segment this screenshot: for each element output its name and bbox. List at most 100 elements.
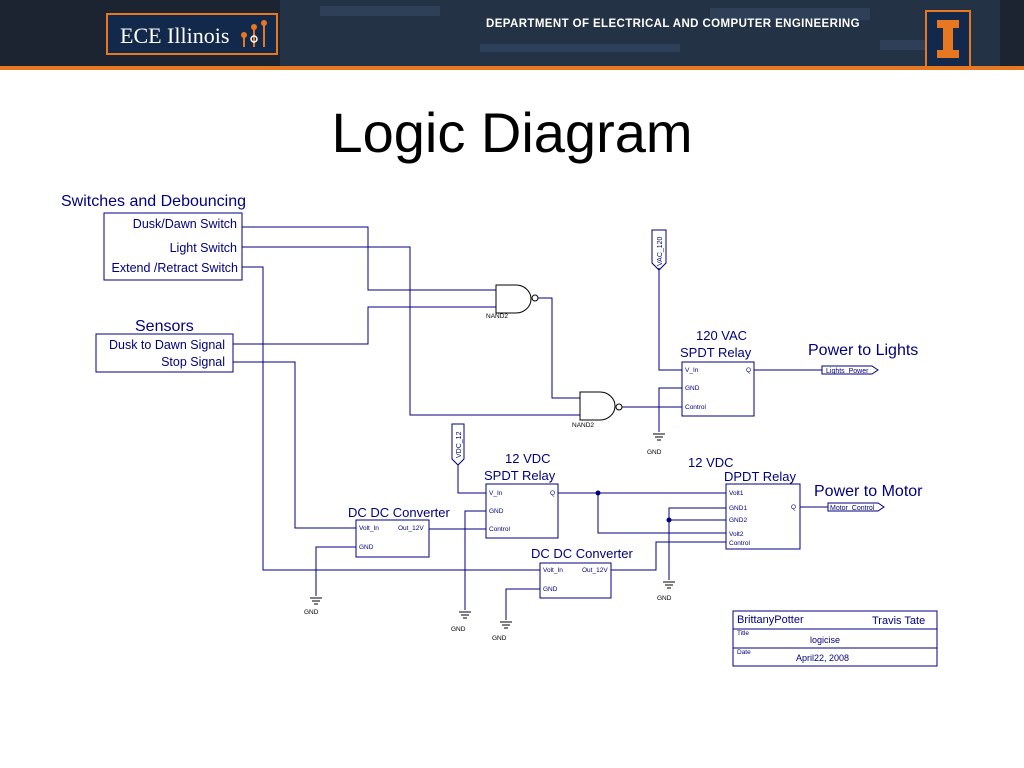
title-block: [732, 610, 938, 667]
relay-lights-title2: SPDT Relay: [680, 345, 752, 360]
gnd-label-relay-lights: GND: [647, 449, 662, 456]
logo-text: ECE Illinois: [120, 23, 230, 48]
converter-1-out: Out_12V: [398, 525, 424, 532]
wire-dpdt-gnd: [668, 507, 726, 521]
title-block-title-caption: Title: [737, 630, 749, 637]
sensors-title: Sensors: [135, 318, 194, 335]
wire-q-branch: [597, 493, 726, 534]
header-background-pattern: [280, 0, 1000, 70]
converter-2-title: DC DC Converter: [531, 546, 634, 561]
gnd-label-dpdt: GND: [657, 595, 672, 602]
sensor-dusk-label: Dusk to Dawn Signal: [109, 338, 225, 352]
relay-lights-pin-vin: V_In: [685, 367, 699, 374]
ground-icon: [653, 433, 665, 441]
header-bar: ECE Illinois DEPARTMENT OF ELECTRICAL AN…: [0, 0, 1024, 70]
relay-12v-pin-vin: V_In: [489, 490, 503, 497]
block-i-logo[interactable]: [925, 10, 971, 68]
wire-dusk-dawn: [242, 226, 496, 291]
lights-power-port: [821, 365, 879, 375]
relay-lights-title1: 120 VAC: [696, 328, 747, 343]
dpdt-relay-box: [725, 483, 801, 550]
dpdt-pin-gnd2: GND2: [729, 517, 747, 524]
dpdt-title1: 12 VDC: [688, 455, 734, 470]
dpdt-title2: DPDT Relay: [724, 469, 797, 484]
converter-1-title: DC DC Converter: [348, 505, 451, 520]
wire-vdc-in: [457, 465, 486, 494]
title-block-date-caption: Date: [737, 649, 751, 656]
wire-extend-retract: [242, 266, 540, 571]
relay-12v-q: Q: [550, 490, 555, 497]
gnd-label-converter-2: GND: [492, 635, 507, 642]
dpdt-q: Q: [791, 504, 796, 511]
title-block-date-value: April22, 2008: [796, 653, 849, 663]
circuit-logo-icon: [241, 20, 267, 47]
slide-title: Logic Diagram: [331, 101, 693, 164]
vdc-12-label: VDC_12: [456, 431, 463, 458]
dpdt-pin-volt1: Volt1: [729, 490, 744, 497]
power-to-motor-label: Power to Motor: [814, 483, 923, 500]
relay-lights-pin-control: Control: [685, 404, 707, 411]
ground-icon: [310, 597, 322, 605]
junction-dot: [595, 490, 601, 496]
motor-control-port-label: Motor_Control: [830, 505, 875, 512]
department-name: DEPARTMENT OF ELECTRICAL AND COMPUTER EN…: [486, 18, 860, 30]
ece-illinois-logo[interactable]: ECE Illinois: [106, 13, 278, 55]
switch-light-label: Light Switch: [170, 241, 237, 255]
relay-12v-title1: 12 VDC: [505, 451, 551, 466]
ground-symbols: [310, 433, 675, 629]
relay-120vac-box: [681, 361, 755, 417]
wire-light-switch: [242, 246, 580, 416]
wire-conv2-out: [611, 541, 726, 571]
vac-120-tag: [651, 229, 667, 271]
wire-nand1-out: [538, 297, 580, 399]
wire-conv1-gnd: [315, 546, 356, 596]
block-i-icon: [937, 20, 959, 58]
nand2-label: NAND2: [572, 422, 594, 429]
motor-control-port: [827, 502, 885, 512]
relay-lights-pin-gnd: GND: [685, 385, 700, 392]
vac-120-label: VAC_120: [657, 236, 664, 266]
converter-1-gnd: GND: [359, 544, 374, 551]
dc-converter-2-box: [539, 562, 612, 599]
nand-gate-1: [495, 284, 532, 314]
title-block-author2: Travis Tate: [872, 615, 925, 627]
lights-power-port-label: Lights_Power: [826, 368, 869, 375]
header-accent-line: [0, 66, 1024, 70]
switch-dusk-dawn-label: Dusk/Dawn Switch: [133, 217, 237, 231]
wire-spdt12-gnd: [464, 510, 486, 610]
converter-1-in: Volt_In: [359, 525, 379, 532]
switch-extend-retract-label: Extend /Retract Switch: [112, 261, 238, 275]
nand-gate-2: [579, 391, 616, 421]
gnd-label-converter-1: GND: [304, 609, 319, 616]
nand1-label: NAND2: [486, 313, 508, 320]
converter-2-out: Out_12V: [582, 567, 608, 574]
junction-dot: [666, 517, 672, 523]
relay-12v-pin-gnd: GND: [489, 508, 504, 515]
dpdt-pin-volt2: Volt2: [729, 531, 744, 538]
nand-gate-2-bubble: [615, 403, 623, 411]
relay-12v-pin-control: Control: [489, 526, 511, 533]
dpdt-pin-gnd1: GND1: [729, 505, 747, 512]
wire-stop-signal: [233, 361, 356, 529]
title-block-author1: BrittanyPotter: [737, 614, 804, 626]
ground-icon: [459, 611, 471, 619]
relay-lights-q: Q: [746, 367, 751, 374]
vdc-12-tag: [451, 423, 465, 466]
nand-gate-1-bubble: [531, 294, 539, 302]
converter-2-in: Volt_In: [543, 567, 563, 574]
relay-12v-title2: SPDT Relay: [484, 468, 556, 483]
wire-dusk-signal: [233, 306, 496, 345]
ground-icon: [663, 581, 675, 589]
title-block-title-value: logicise: [810, 635, 840, 645]
wire-vac-in: [658, 268, 682, 371]
dpdt-pin-control: Control: [729, 540, 751, 547]
gnd-label-relay-12v: GND: [451, 626, 466, 633]
ground-icon: [500, 621, 512, 629]
switches-title: Switches and Debouncing: [61, 193, 246, 210]
dc-converter-1-box: [355, 519, 430, 558]
sensor-stop-label: Stop Signal: [161, 355, 225, 369]
converter-2-gnd: GND: [543, 586, 558, 593]
power-to-lights-label: Power to Lights: [808, 342, 918, 359]
wire-relay-gnd: [658, 387, 682, 432]
